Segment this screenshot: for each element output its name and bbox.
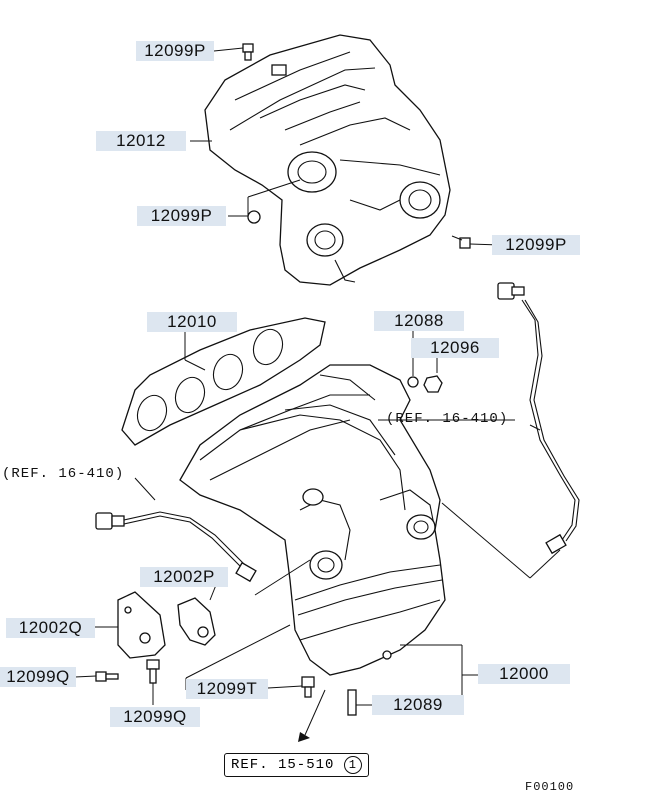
stud-12089: [347, 689, 357, 716]
label-12099T[interactable]: 12099T: [186, 679, 268, 699]
nut-12099P-left: [247, 210, 261, 224]
heat-shield-12012: [204, 34, 451, 286]
ref-16-410-left[interactable]: (REF. 16-410): [2, 466, 125, 482]
label-12002Q[interactable]: 12002Q: [6, 618, 95, 638]
label-12089[interactable]: 12089: [372, 695, 464, 715]
arrow-icon: [298, 732, 310, 742]
figure-code: F00100: [525, 780, 575, 794]
label-12010[interactable]: 12010: [147, 312, 237, 332]
bolt-12099P-top: [242, 43, 254, 61]
bolt-12099P-right: [451, 235, 471, 249]
label-12002P[interactable]: 12002P: [140, 567, 228, 587]
label-12088[interactable]: 12088: [374, 311, 464, 331]
nut-12096: [423, 375, 443, 393]
manifold-12000: [179, 364, 446, 676]
bracket-hole: [197, 626, 209, 638]
ref-15-510-text: REF. 15-510: [231, 757, 335, 773]
label-12099P-top[interactable]: 12099P: [136, 41, 214, 61]
bracket-hole: [139, 632, 151, 644]
ref-16-410-right[interactable]: (REF. 16-410): [386, 411, 509, 427]
washer-12088: [407, 376, 419, 388]
o2-sensor-right: [497, 282, 580, 555]
label-12012[interactable]: 12012: [96, 131, 186, 151]
o2-sensor-left: [95, 511, 257, 583]
label-12099Q-left[interactable]: 12099Q: [0, 667, 76, 687]
ref-15-510-box[interactable]: REF. 15-510 1: [224, 753, 369, 777]
label-12096[interactable]: 12096: [411, 338, 499, 358]
bracket-hole: [124, 606, 132, 614]
bolt-12099T: [301, 676, 315, 698]
circled-number: 1: [343, 756, 362, 774]
leader-lines: [74, 47, 561, 736]
label-12099P-right[interactable]: 12099P: [492, 235, 580, 255]
bolt-12099Q-bottom: [146, 659, 160, 684]
label-12000[interactable]: 12000: [478, 664, 570, 684]
bracket-12002P: [177, 597, 216, 646]
gasket-12010: [121, 317, 326, 446]
label-12099P-left[interactable]: 12099P: [137, 206, 226, 226]
label-12099Q-bottom[interactable]: 12099Q: [110, 707, 200, 727]
bolt-12099Q-left: [95, 671, 119, 682]
bracket-12002Q: [117, 591, 166, 659]
